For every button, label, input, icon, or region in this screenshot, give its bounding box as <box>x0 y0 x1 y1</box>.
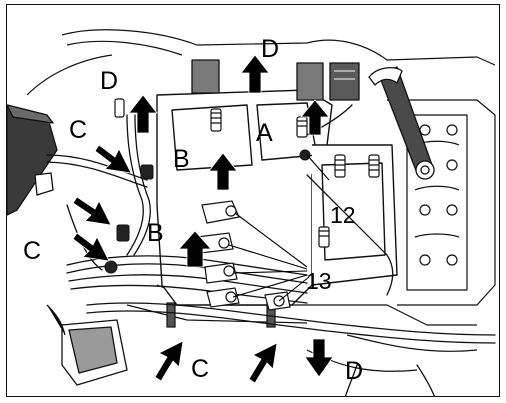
label-part-12: 12 <box>330 202 356 228</box>
control-module <box>7 104 58 216</box>
arrow-icon <box>248 342 278 384</box>
diagram-frame: D D A B B C C C D 12 13 <box>6 4 500 397</box>
arrow-icon <box>72 196 112 226</box>
bracket-housing <box>156 89 398 306</box>
arrow-icons <box>72 54 334 384</box>
label-a: A <box>256 119 273 147</box>
label-b-lower: B <box>147 219 164 247</box>
engine-bay-illustration: D D A B B C C C D 12 13 <box>7 29 496 396</box>
harness-clips <box>104 149 311 274</box>
relay-box <box>46 304 128 386</box>
arrow-icon <box>304 338 334 378</box>
mounting-studs <box>114 98 380 328</box>
arrow-icon <box>178 230 212 268</box>
top-connectors <box>191 59 360 101</box>
label-c-bottom: C <box>191 355 209 383</box>
labels: D D A B B C C C D 12 13 <box>23 35 363 385</box>
label-c-upper: C <box>69 116 87 144</box>
label-d-top: D <box>261 35 279 63</box>
arrow-icon <box>240 54 270 94</box>
callout-lines <box>228 154 330 302</box>
label-part-13: 13 <box>306 268 332 294</box>
dipstick-tube <box>368 66 435 180</box>
arrow-icon <box>72 232 110 262</box>
label-d-bottom: D <box>345 357 363 385</box>
label-c-left: C <box>23 237 41 265</box>
arrow-icon <box>154 340 184 382</box>
label-b-upper: B <box>173 145 190 173</box>
arrow-icon <box>94 144 132 174</box>
arrow-icon <box>300 99 330 136</box>
wiring-harness <box>46 104 496 396</box>
arrow-icon <box>208 152 238 191</box>
label-d-left: D <box>100 67 118 95</box>
arrow-icon <box>128 94 158 134</box>
wire-terminals <box>196 200 291 311</box>
